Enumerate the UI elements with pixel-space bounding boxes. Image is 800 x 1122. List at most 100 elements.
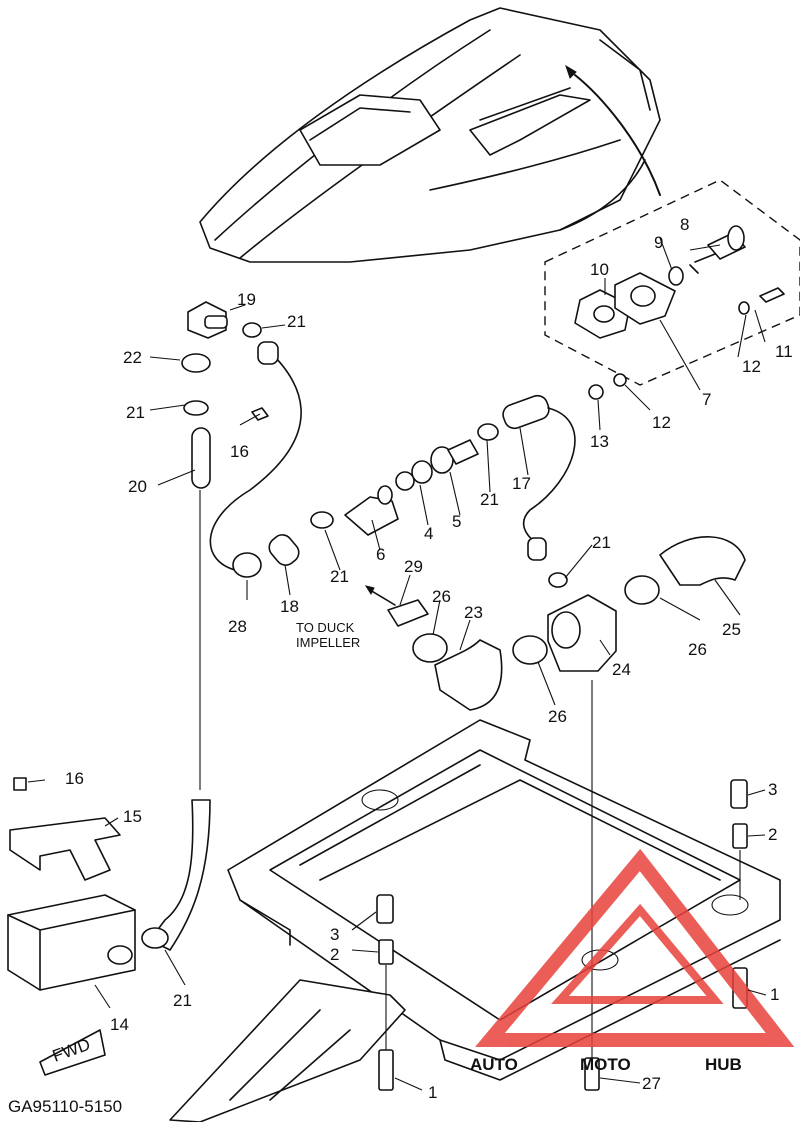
part-2-stud-left xyxy=(378,939,394,965)
hose-route-left xyxy=(209,349,302,571)
part-17-hose xyxy=(502,394,550,430)
jet-nozzle-detail xyxy=(229,1009,351,1101)
callout-26-c: 26 xyxy=(548,707,567,726)
part-9-oring xyxy=(668,266,684,286)
part-23-elbow xyxy=(434,639,503,711)
callout-28: 28 xyxy=(228,617,247,636)
note-arrow xyxy=(369,589,396,606)
hose-small-top xyxy=(257,341,279,365)
callout-19: 19 xyxy=(237,290,256,309)
jet-nozzle xyxy=(169,979,406,1122)
callout-1-b: 1 xyxy=(770,985,779,1004)
callout-12-a: 12 xyxy=(742,357,761,376)
callout-26-a: 26 xyxy=(432,587,451,606)
callout-14: 14 xyxy=(110,1015,129,1034)
part-24-housing xyxy=(547,594,617,672)
diagram-code: GA95110-5150 xyxy=(8,1097,122,1116)
part-3-stud-right xyxy=(730,779,748,809)
part-26-clamp-left xyxy=(412,633,448,663)
watercraft-hull xyxy=(199,7,661,263)
hose-lower-curve xyxy=(149,799,211,951)
part-11-screw xyxy=(759,287,785,303)
callout-1-a: 1 xyxy=(428,1083,437,1102)
callout-6: 6 xyxy=(376,545,385,564)
callout-20: 20 xyxy=(128,477,147,496)
note-line-2: IMPELLER xyxy=(296,635,360,650)
part-21-clamp-right xyxy=(548,572,568,588)
part-12-washer-b xyxy=(613,373,627,387)
callout-21-d: 21 xyxy=(480,490,499,509)
part-16-screw-lower xyxy=(13,777,27,791)
part-21-clamp-upper-center xyxy=(477,423,499,441)
part-27-bolt xyxy=(584,1057,600,1091)
callout-29: 29 xyxy=(404,557,423,576)
callout-21-c: 21 xyxy=(330,567,349,586)
part-8-plug xyxy=(689,225,746,274)
callout-18: 18 xyxy=(280,597,299,616)
part-21-clamp-left-upper xyxy=(242,322,262,338)
leader-lines xyxy=(27,237,767,1091)
part-20-hose xyxy=(191,427,211,489)
callout-16-a: 16 xyxy=(230,442,249,461)
part-26-clamp-right xyxy=(624,575,660,605)
callout-10: 10 xyxy=(590,260,609,279)
callout-labels: 19 21 22 21 16 20 28 18 21 6 4 5 21 17 2… xyxy=(65,215,793,1102)
part-21-clamp-left-lower xyxy=(183,400,209,416)
part-14-box xyxy=(7,894,136,991)
callout-13: 13 xyxy=(590,432,609,451)
part-5-fitting xyxy=(430,439,479,474)
watermark-moto: MOTO xyxy=(580,1055,631,1074)
callout-27: 27 xyxy=(642,1074,661,1093)
part-10-gasket xyxy=(574,272,676,339)
callout-22: 22 xyxy=(123,348,142,367)
callout-2-a: 2 xyxy=(330,945,339,964)
callout-4: 4 xyxy=(424,524,433,543)
callout-25: 25 xyxy=(722,620,741,639)
callout-9: 9 xyxy=(654,233,663,252)
callout-21-a: 21 xyxy=(287,312,306,331)
note-arrowhead xyxy=(364,585,375,596)
part-15-bracket xyxy=(9,817,121,881)
part-28-cap xyxy=(232,552,262,578)
part-29-clip xyxy=(387,599,429,627)
part-4-washer-a xyxy=(395,471,415,491)
callout-12-b: 12 xyxy=(652,413,671,432)
watermark-hub: HUB xyxy=(705,1055,742,1074)
watermark-logo xyxy=(475,848,795,1047)
part-21-clamp-bottom xyxy=(141,927,169,949)
callout-15: 15 xyxy=(123,807,142,826)
callout-21-f: 21 xyxy=(173,991,192,1010)
callout-26-b: 26 xyxy=(688,640,707,659)
note-line-1: TO DUCK xyxy=(296,620,355,635)
callout-3-b: 3 xyxy=(768,780,777,799)
part-22-clamp xyxy=(181,353,211,373)
hose-small-right xyxy=(527,537,547,561)
part-1-bolt-left xyxy=(378,1049,394,1091)
part-12-washer-a xyxy=(738,301,750,315)
callout-17: 17 xyxy=(512,474,531,493)
part-3-stud-left xyxy=(376,894,394,924)
callout-2-b: 2 xyxy=(768,825,777,844)
callout-7: 7 xyxy=(702,390,711,409)
hose-route-right xyxy=(523,407,576,546)
callout-21-e: 21 xyxy=(592,533,611,552)
callout-8: 8 xyxy=(680,215,689,234)
inset-box xyxy=(544,179,800,386)
part-25-elbow xyxy=(659,536,746,586)
callout-11: 11 xyxy=(775,342,793,361)
callout-21-b: 21 xyxy=(126,403,145,422)
part-21-clamp-center xyxy=(310,511,334,529)
part-26-clamp-center xyxy=(512,635,548,665)
part-2-stud-right xyxy=(732,823,748,849)
callout-24: 24 xyxy=(612,660,631,679)
part-13-nut xyxy=(588,384,604,400)
callout-23: 23 xyxy=(464,603,483,622)
part-18-hose xyxy=(268,534,300,566)
fwd-arrow: FWD xyxy=(39,1029,106,1076)
callout-3-a: 3 xyxy=(330,925,339,944)
watermark-auto: AUTO xyxy=(470,1055,518,1074)
callout-5: 5 xyxy=(452,512,461,531)
part-4-washer-b xyxy=(411,460,433,484)
part-6-fitting xyxy=(344,485,399,536)
